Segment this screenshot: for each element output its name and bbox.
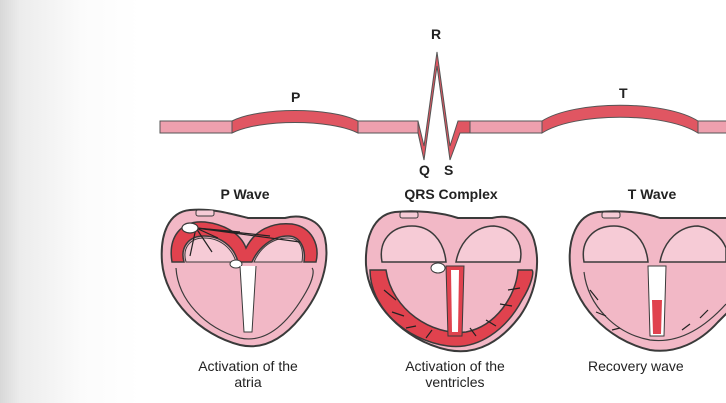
qrs-complex <box>418 52 470 160</box>
r-label: R <box>431 26 441 42</box>
caption-qrs-line1: Activation of the <box>405 358 505 374</box>
heart-p-wave <box>162 210 327 347</box>
caption-qrs-line2: ventricles <box>425 374 484 390</box>
panel-title-qrs: QRS Complex <box>404 186 498 202</box>
panel-title-t-wave: T Wave <box>628 186 677 202</box>
caption-p-wave-line1: Activation of the <box>198 358 298 374</box>
ecg-trace <box>160 52 726 160</box>
caption-p-wave-line2: atria <box>234 374 261 390</box>
caption-t-wave-line1: Recovery wave <box>588 358 684 374</box>
heart-t-wave <box>570 211 726 351</box>
t-wave <box>542 105 698 133</box>
s-label: S <box>444 162 453 178</box>
p-label: P <box>291 89 300 105</box>
p-wave <box>232 111 358 134</box>
t-label: T <box>619 85 628 101</box>
heart-qrs <box>366 211 537 351</box>
panel-title-p-wave: P Wave <box>220 186 269 202</box>
q-label: Q <box>419 162 430 178</box>
